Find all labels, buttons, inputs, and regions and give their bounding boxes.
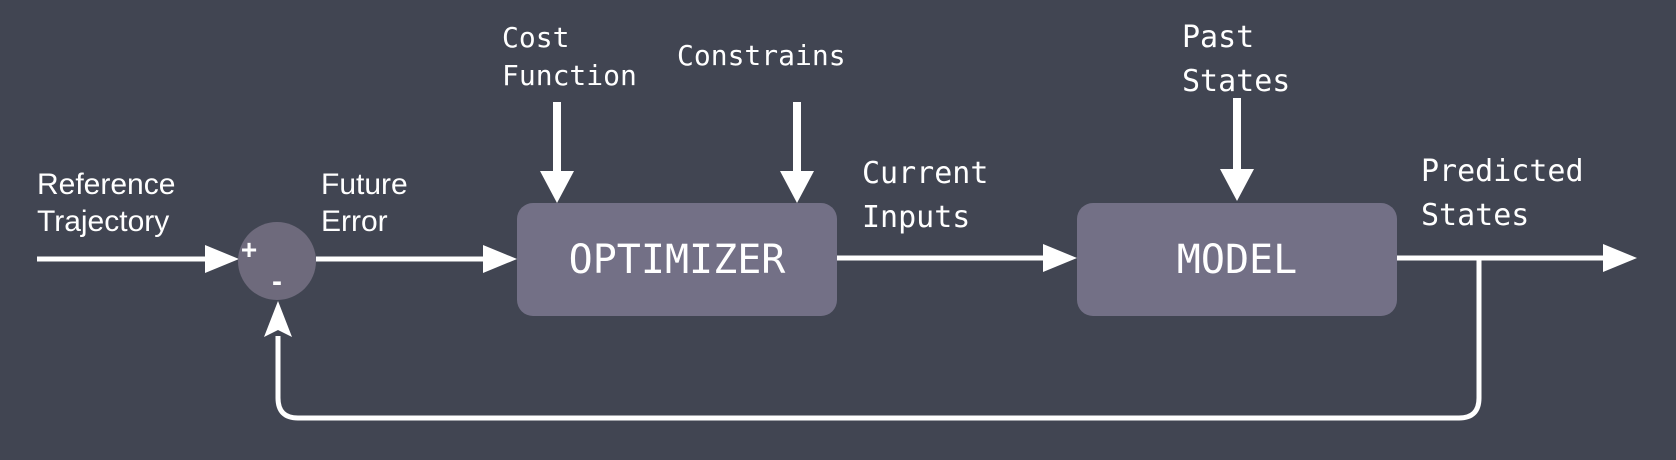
arrow-model-to-output-head [1603, 244, 1637, 272]
arrow-reference-to-sum-head [205, 245, 239, 273]
arrow-cost-function-head [540, 171, 574, 203]
label-cost-function: Cost Function [502, 21, 637, 92]
arrow-sum-to-optimizer-head [483, 245, 517, 273]
feedback-loop-path [275, 258, 1482, 421]
optimizer-block-label: OPTIMIZER [568, 236, 786, 283]
sum-minus-sign: - [272, 265, 282, 298]
label-current-inputs: Current Inputs [862, 156, 989, 235]
model-block-label: MODEL [1176, 236, 1298, 283]
label-reference-trajectory: Reference Trajectory [37, 168, 176, 238]
label-predicted-states: Predicted States [1421, 154, 1584, 233]
optimizer-block: OPTIMIZER [517, 203, 837, 316]
feedback-loop-arrow-head [264, 301, 292, 337]
label-constrains: Constrains [677, 39, 846, 72]
arrow-constrains-head [780, 171, 814, 203]
arrow-past-states-head [1220, 169, 1254, 201]
sum-junction-node: + - [238, 222, 316, 300]
label-future-error: Future Error [321, 168, 408, 238]
model-block: MODEL [1077, 203, 1397, 316]
arrow-optimizer-to-model-head [1043, 244, 1077, 272]
label-past-states: Past States [1182, 20, 1291, 99]
sum-plus-sign: + [240, 234, 258, 265]
